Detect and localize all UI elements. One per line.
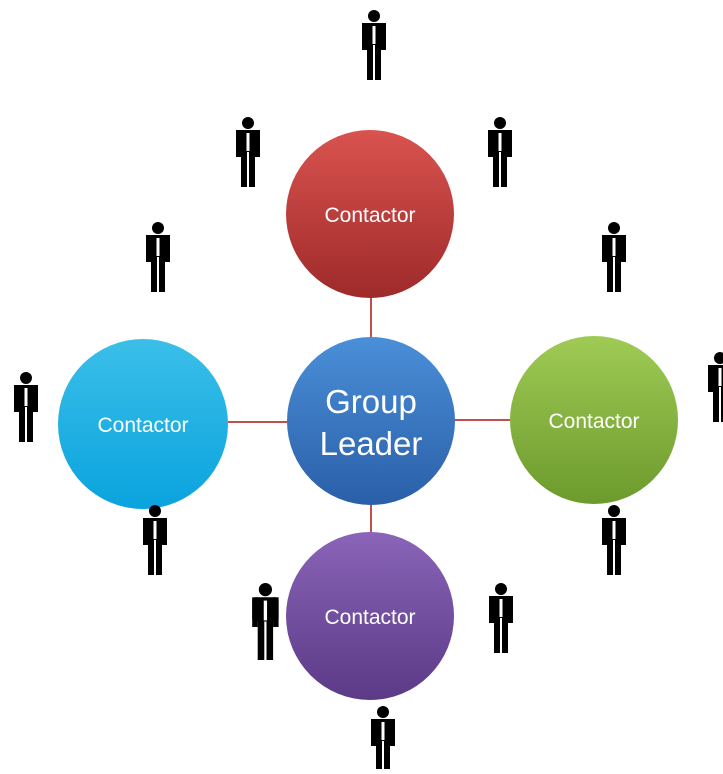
person-icon: [371, 706, 395, 774]
group-leader-circle: [287, 337, 455, 505]
contactor-top-circle: [286, 130, 454, 298]
connectors: [228, 295, 512, 535]
contactor-left: Contactor: [58, 339, 228, 509]
person-icon: [489, 583, 513, 653]
person-icon: [362, 10, 386, 80]
person-icon: [14, 372, 38, 442]
group-leader-label-line2: Leader: [320, 425, 423, 462]
person-icon: [252, 583, 279, 660]
group-leader: Group Leader: [287, 337, 455, 505]
person-icon: [236, 117, 260, 187]
contactor-right: Contactor: [510, 336, 678, 504]
contactor-right-circle: [510, 336, 678, 504]
person-icon: [146, 222, 170, 292]
person-icon: [708, 352, 723, 422]
contactor-top: Contactor: [286, 130, 454, 298]
person-icon: [143, 505, 167, 575]
contactor-bottom-label: Contactor: [324, 606, 415, 629]
person-icon: [488, 117, 512, 187]
contactor-left-circle: [58, 339, 228, 509]
contactor-right-label: Contactor: [548, 410, 639, 433]
contactor-top-label: Contactor: [324, 204, 415, 227]
person-icon: [602, 222, 626, 292]
person-icon: [602, 505, 626, 575]
contactor-bottom: Contactor: [286, 532, 454, 700]
contactor-bottom-circle: [286, 532, 454, 700]
group-leader-label-line1: Group: [325, 383, 417, 420]
contactor-left-label: Contactor: [97, 414, 188, 437]
